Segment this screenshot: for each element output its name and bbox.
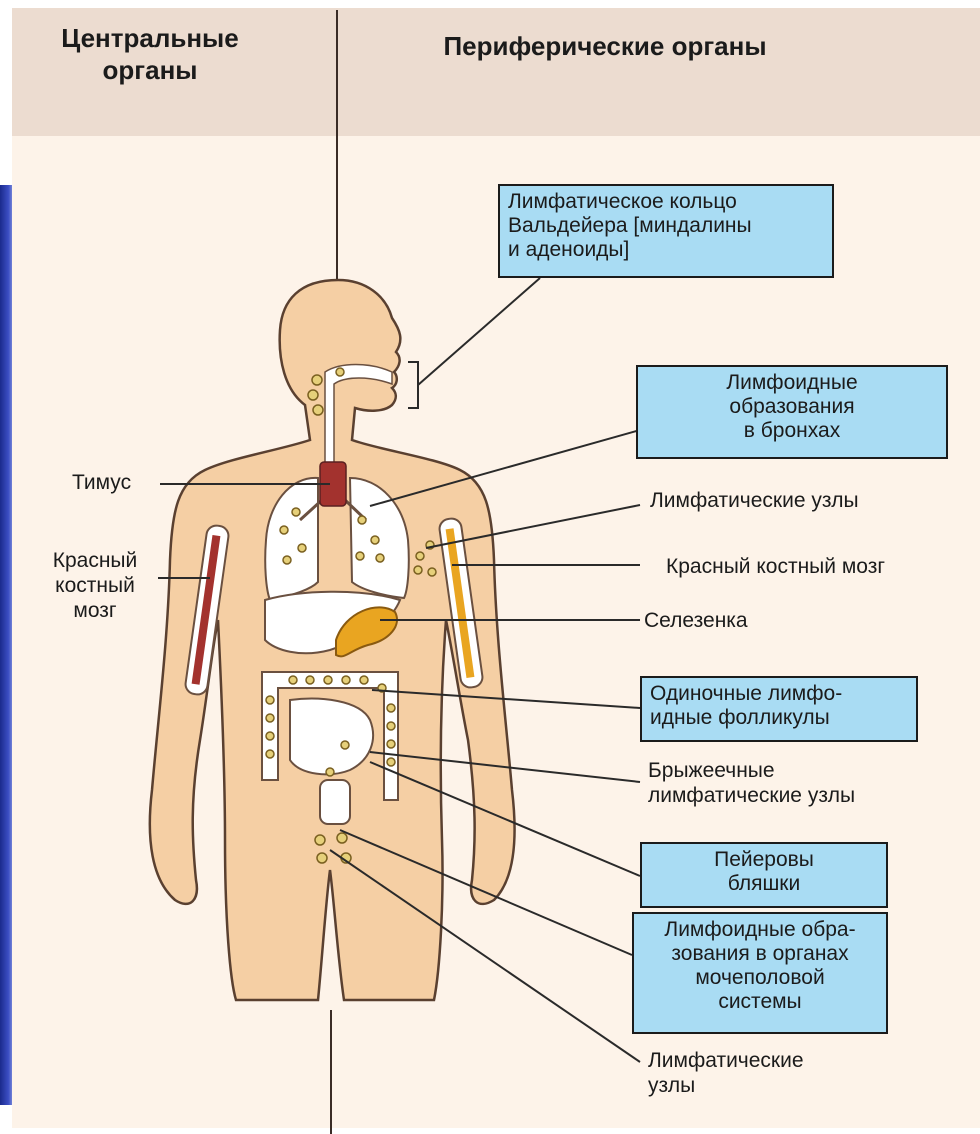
- peyer-patches-box: Пейеровы бляшки: [640, 842, 888, 908]
- mesenteric-nodes-label: Брыжеечные лимфатические узлы: [648, 758, 855, 808]
- red-bone-marrow-left-label: Красный костный мозг: [30, 548, 160, 623]
- lymph-nodes-upper-label: Лимфатические узлы: [650, 488, 859, 513]
- bronchial-lymphoid-box: Лимфоидные образования в бронхах: [636, 365, 948, 459]
- waldeyer-ring-box: Лимфатическое кольцо Вальдейера [миндали…: [498, 184, 834, 278]
- red-bone-marrow-right-label: Красный костный мозг: [666, 554, 885, 579]
- thymus-label: Тимус: [72, 470, 131, 495]
- solitary-follicles-box: Одиночные лимфо- идные фолликулы: [640, 676, 918, 742]
- waldeyer-bracket: [408, 362, 418, 408]
- spleen-label: Селезенка: [644, 608, 748, 633]
- lymph-nodes-lower-label: Лимфатические узлы: [648, 1048, 804, 1098]
- urogenital-lymphoid-box: Лимфоидные обра- зования в органах мочеп…: [632, 912, 888, 1034]
